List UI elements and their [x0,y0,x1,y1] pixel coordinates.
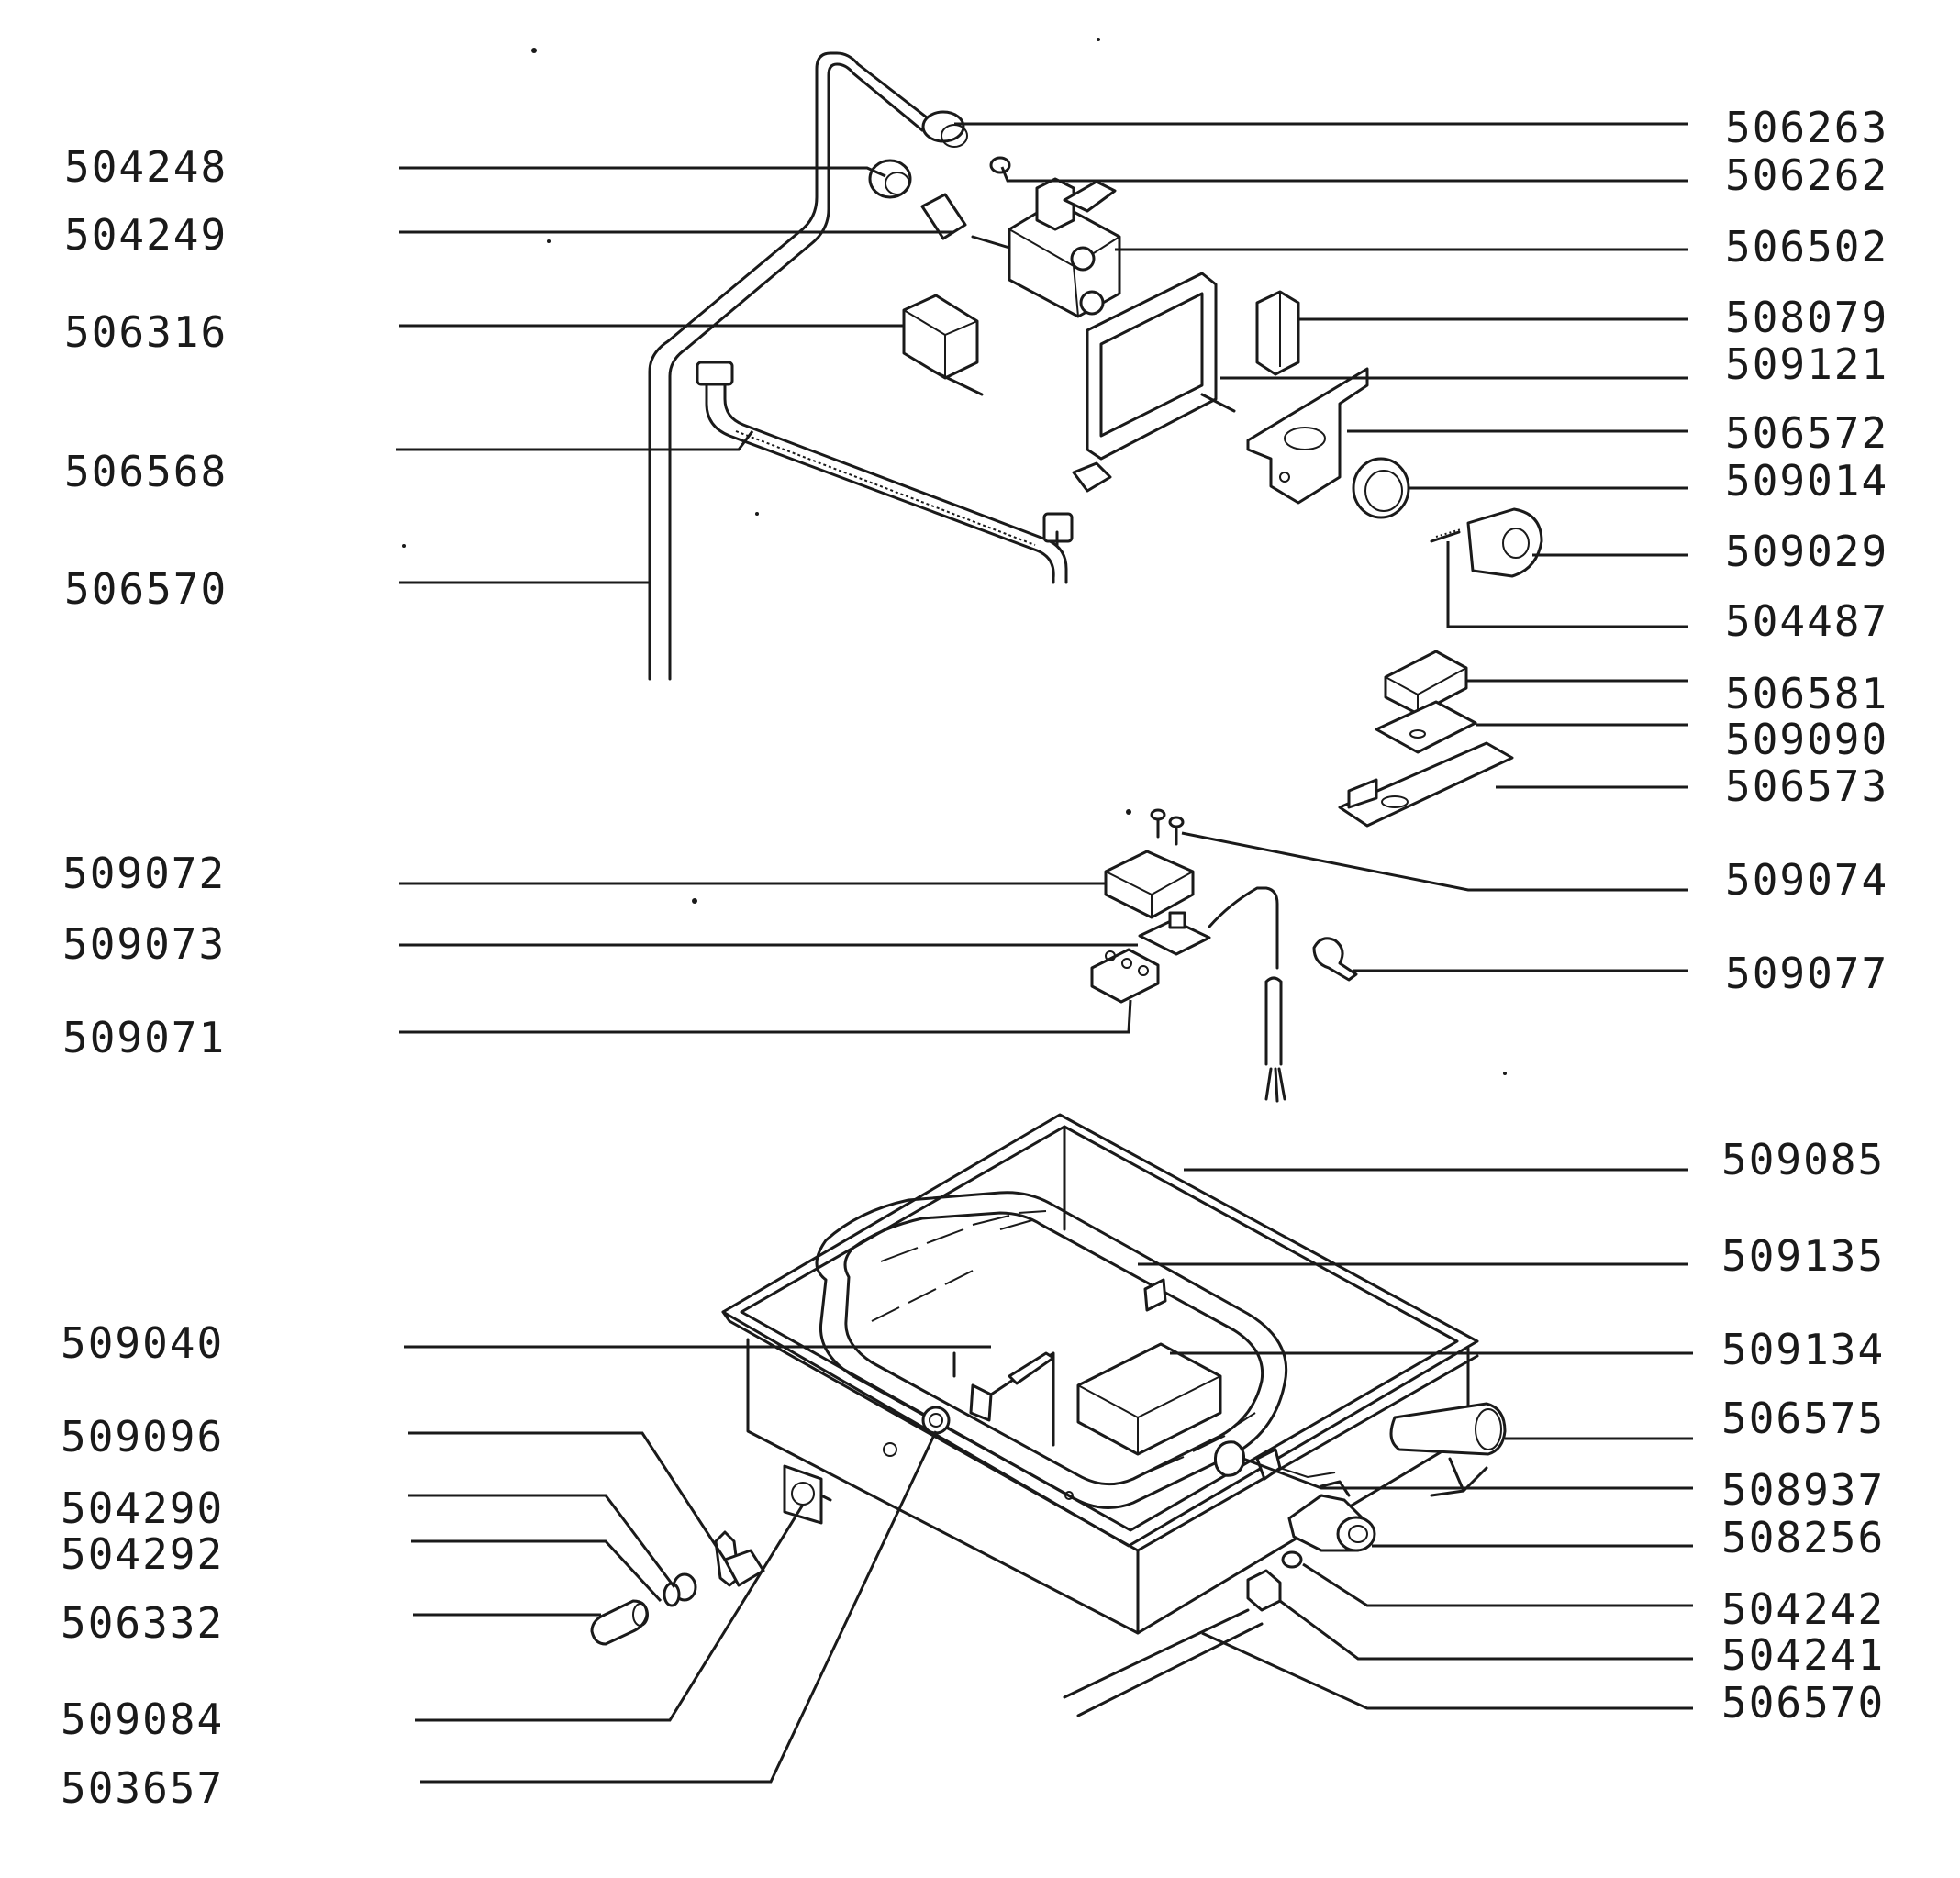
part-label-509085: 509085 [1721,1135,1885,1184]
part-label-509029: 509029 [1725,527,1888,576]
part-label-506570-left: 506570 [64,564,228,614]
part-label-504487: 504487 [1725,596,1888,646]
part-label-506573: 506573 [1725,761,1888,811]
part-label-506572: 506572 [1725,408,1888,458]
burner-tray-drawing [721,1113,1507,1717]
part-label-509096: 509096 [61,1412,224,1461]
part-label-506570-right: 506570 [1721,1678,1885,1728]
valve-assembly-drawing [868,110,1121,318]
part-label-506262: 506262 [1725,150,1888,200]
part-label-504249: 504249 [64,210,228,260]
terminal-block-drawing [1090,911,1211,1004]
part-label-509121: 509121 [1725,339,1888,389]
part-label-509071: 509071 [62,1013,226,1062]
scan-specks [402,38,1507,1075]
leader-503657 [420,1430,938,1784]
part-label-509134: 509134 [1721,1325,1885,1374]
leader-504241 [1279,1599,1693,1661]
screws-509074-drawing [1150,808,1185,846]
leader-504248 [399,166,886,178]
part-label-506263: 506263 [1725,103,1888,152]
electrode-assembly-drawing [590,1464,832,1646]
part-label-509074: 509074 [1725,855,1888,905]
leader-509074 [1181,831,1688,892]
leader-506262 [1000,166,1688,183]
clip-509077-drawing [1312,937,1358,982]
part-label-509077: 509077 [1725,949,1888,998]
leader-506568 [396,430,754,451]
leader-506570-right [1201,1631,1693,1710]
leader-lines [396,122,1693,1784]
part-label-504248: 504248 [64,142,228,192]
part-label-509135: 509135 [1721,1231,1885,1281]
clip-508079-drawing [1255,290,1300,376]
part-label-506332: 506332 [61,1598,224,1648]
leader-504487 [1446,541,1688,628]
part-label-508256: 508256 [1721,1513,1885,1562]
leader-504242 [1302,1562,1693,1607]
leader-504292 [411,1539,663,1603]
flex-hose-drawing [696,361,1074,584]
microswitch-bracket-drawing [1338,650,1514,828]
switch-506316-drawing [902,294,984,396]
part-label-509073: 509073 [62,919,226,969]
part-label-509090: 509090 [1725,715,1888,764]
part-label-508079: 508079 [1725,293,1888,342]
part-label-508937: 508937 [1721,1465,1885,1515]
part-label-509014: 509014 [1725,456,1888,506]
part-label-504292: 504292 [61,1529,224,1579]
part-label-504290: 504290 [61,1484,224,1533]
part-label-504242: 504242 [1721,1584,1885,1634]
gas-pipe-drawing [648,51,929,681]
part-label-506316: 506316 [64,307,228,357]
part-label-509084: 509084 [61,1695,224,1744]
part-label-503657: 503657 [61,1763,224,1813]
part-label-504241: 504241 [1721,1630,1885,1680]
part-label-509040: 509040 [61,1318,224,1368]
part-label-509072: 509072 [62,849,226,898]
part-label-506575: 506575 [1721,1394,1885,1443]
leader-508937 [1242,1457,1693,1490]
leader-504290 [408,1494,676,1588]
leader-509084 [415,1504,805,1722]
part-label-506568: 506568 [64,447,228,496]
electrode-wire-drawing [1208,886,1286,1103]
ignitor-509072-drawing [1104,850,1195,919]
plate-506572-drawing [1246,367,1369,505]
right-labels: 506263 506262 506502 508079 509121 50657… [1721,103,1888,1728]
left-labels: 504248 504249 506316 506568 506570 50907… [61,142,228,1813]
part-label-506581: 506581 [1725,669,1888,718]
bracket-509121-drawing [1072,272,1236,493]
leader-509071 [399,999,1132,1034]
part-label-506502: 506502 [1725,222,1888,272]
leader-509096 [408,1431,727,1561]
